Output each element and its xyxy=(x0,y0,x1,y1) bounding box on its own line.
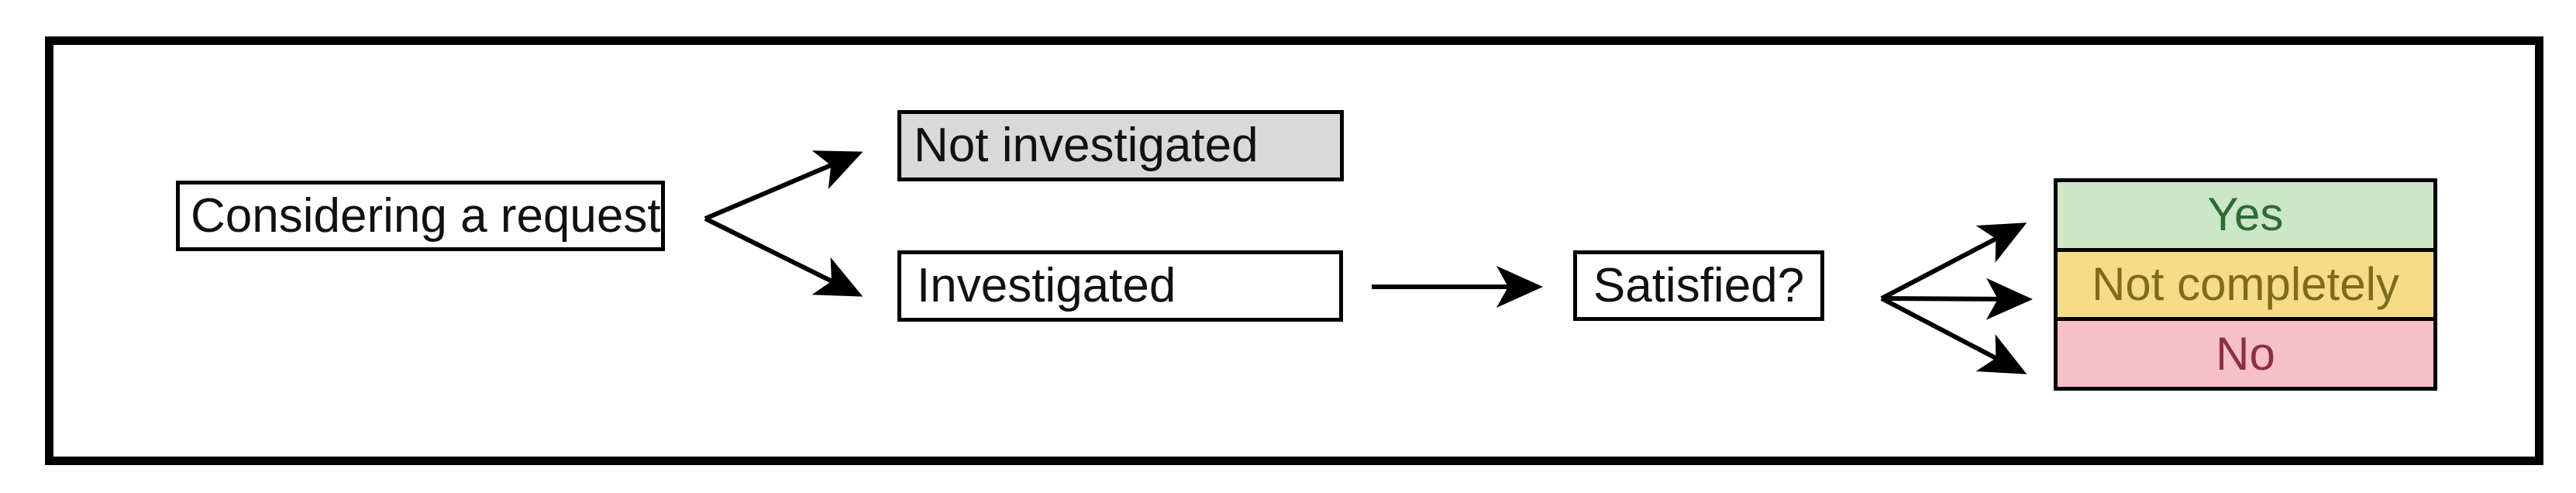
branch1-arrow-to-not-investigated xyxy=(704,150,863,221)
outcome-yes: Yes xyxy=(2058,182,2433,252)
outcome-no: No xyxy=(2058,321,2433,388)
branch2-arrow-to-no xyxy=(1880,296,2027,374)
outcome-stack: Yes Not completely No xyxy=(2054,178,2437,391)
branch2-arrow-to-not-completely xyxy=(1881,278,2033,320)
node-considering-a-request: Considering a request xyxy=(176,181,665,251)
branch2-arrow-to-yes xyxy=(1880,222,2027,301)
outcome-not-completely-label: Not completely xyxy=(2092,258,2399,310)
outcome-not-completely: Not completely xyxy=(2058,251,2433,322)
node-not-investigated-label: Not investigated xyxy=(914,119,1259,172)
outcome-no-label: No xyxy=(2216,327,2275,380)
node-satisfied: Satisfied? xyxy=(1573,250,1824,321)
outcome-yes-label: Yes xyxy=(2207,188,2284,241)
branch1-arrow-to-investigated xyxy=(704,216,863,297)
node-considering-a-request-label: Considering a request xyxy=(191,188,661,243)
node-not-investigated: Not investigated xyxy=(897,110,1344,181)
node-investigated: Investigated xyxy=(897,250,1343,322)
node-investigated-label: Investigated xyxy=(917,259,1176,312)
node-satisfied-label: Satisfied? xyxy=(1593,258,1805,312)
